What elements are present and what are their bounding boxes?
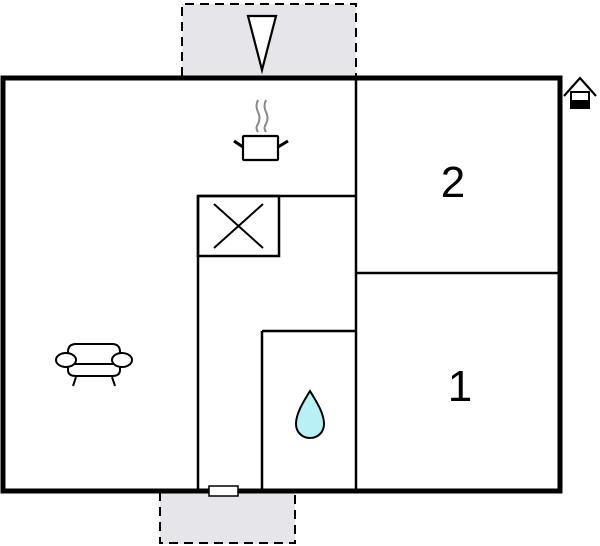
outer-wall [0,75,563,494]
sofa-icon [55,343,133,387]
crossed-box-icon [196,194,281,258]
room-label-1: 1 [448,362,472,411]
room-label-2: 2 [441,158,465,207]
cooking-pot-icon [233,99,289,162]
entrance-arrow-icon [246,14,278,75]
terrace-bottom [159,492,296,544]
water-drop-icon [294,389,326,440]
front-door [208,485,239,497]
house-icon [563,76,597,109]
